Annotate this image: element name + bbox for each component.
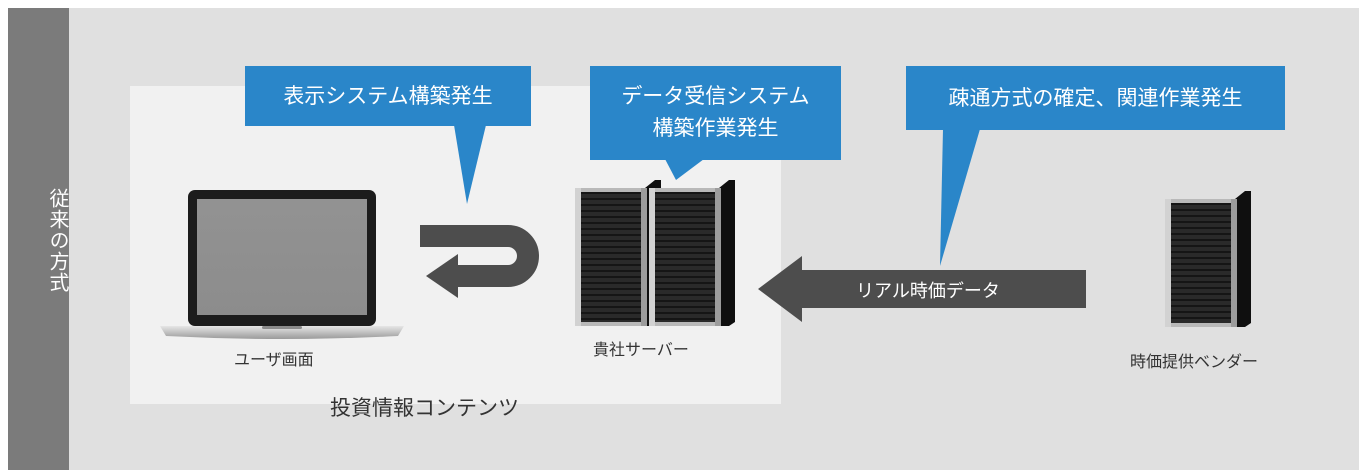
callout-vendor-communication-tail: [940, 129, 980, 266]
diagram-canvas: 従来の方式 投資情報コンテンツ 表示システム構築発生 データ受信システム 構築作…: [8, 8, 1359, 470]
sidebar-label: 従来の方式: [46, 187, 70, 293]
realtime-data-label: リアル時価データ: [856, 281, 1000, 302]
sidebar: 従来の方式: [8, 8, 70, 470]
callout-data-receive-system: データ受信システム 構築作業発生: [590, 66, 841, 160]
callout-display-system-tail: [454, 125, 486, 204]
callout-vendor-communication-text: 疎通方式の確定、関連作業発生: [948, 86, 1243, 110]
callout-data-receive-system-tail: [665, 159, 704, 180]
left-arrow-icon: [758, 256, 1086, 322]
vendor-server-icon: [1165, 191, 1251, 327]
u-turn-arrow-icon: [420, 225, 539, 298]
company-server-label: 貴社サーバー: [593, 340, 689, 359]
callout-display-system-text: 表示システム構築発生: [283, 84, 493, 108]
callout-data-receive-line2: 構築作業発生: [652, 116, 779, 140]
content-area-label: 投資情報コンテンツ: [330, 396, 519, 420]
laptop-icon: [160, 190, 404, 339]
callout-vendor-communication: 疎通方式の確定、関連作業発生: [906, 66, 1285, 130]
vendor-label: 時価提供ベンダー: [1130, 352, 1259, 371]
company-server-icon: [575, 180, 735, 326]
callout-data-receive-line1: データ受信システム: [621, 84, 810, 108]
callout-display-system: 表示システム構築発生: [245, 66, 531, 126]
user-screen-label: ユーザ画面: [234, 350, 314, 369]
